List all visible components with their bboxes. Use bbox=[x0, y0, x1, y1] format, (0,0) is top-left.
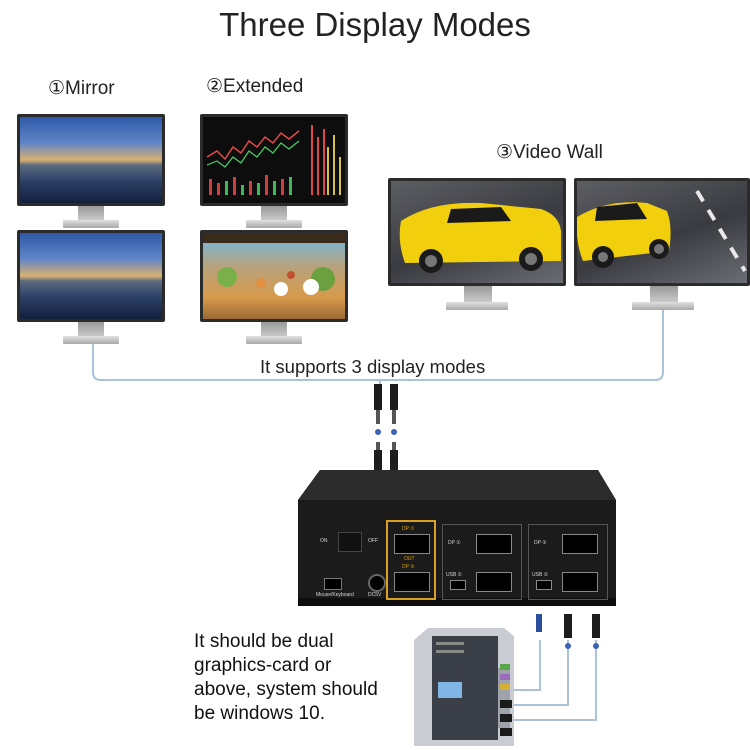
pc2-dp-label: DP ② bbox=[534, 540, 547, 546]
support-caption: It supports 3 display modes bbox=[258, 356, 488, 378]
pc2-port-group bbox=[528, 524, 608, 600]
requirement-line-4: be windows 10. bbox=[194, 703, 325, 724]
mode-label-video-wall: ③Video Wall bbox=[496, 142, 603, 163]
mirror-monitor-bottom bbox=[17, 230, 165, 344]
mirror-screen-bottom bbox=[17, 230, 165, 322]
output-dp-port-1 bbox=[394, 534, 430, 554]
pc2-dp-port-2 bbox=[562, 572, 598, 592]
video-wall-monitor-right bbox=[574, 178, 750, 312]
dp-cable-connectors bbox=[374, 384, 398, 472]
pc1-dp-port bbox=[476, 534, 512, 554]
dc-power-port bbox=[368, 574, 386, 592]
output-dp-group bbox=[386, 520, 436, 600]
pc1-port-group bbox=[442, 524, 522, 600]
mouse-keyboard-label: Mouse/Keyboard bbox=[316, 592, 354, 598]
extended-monitor-bottom bbox=[200, 230, 348, 344]
game-screen bbox=[200, 230, 348, 322]
pc2-usb-port bbox=[536, 580, 552, 590]
pc-cable-connectors bbox=[536, 614, 600, 649]
kvm-switch: ON OFF Mouse/Keyboard DC5V DP ① OUT DP ②… bbox=[298, 470, 616, 612]
dp-plug-1 bbox=[500, 714, 512, 722]
mode-label-mirror: ①Mirror bbox=[48, 78, 115, 99]
mirror-monitor-top bbox=[17, 114, 165, 228]
pc2-usb-label: USB ② bbox=[532, 572, 549, 578]
requirement-line-1: It should be dual bbox=[194, 631, 334, 652]
video-wall-screen-right bbox=[574, 178, 750, 286]
dp-plug-2 bbox=[500, 728, 512, 736]
audio-jack-purple bbox=[500, 674, 510, 680]
usb-plug bbox=[500, 700, 512, 708]
requirement-note: It should be dual graphics-card or above… bbox=[194, 630, 378, 726]
dc-label: DC5V bbox=[368, 592, 382, 598]
mouse-keyboard-port bbox=[324, 578, 342, 590]
power-switch[interactable] bbox=[338, 532, 362, 552]
mode-label-extended: ②Extended bbox=[206, 76, 304, 97]
power-on-label: ON bbox=[320, 538, 328, 544]
requirement-line-2: graphics-card or bbox=[194, 655, 332, 676]
output-dp-port-2 bbox=[394, 572, 430, 592]
output-label: OUT bbox=[404, 556, 415, 562]
audio-jack-yellow bbox=[500, 684, 510, 690]
pc1-usb-label: USB ① bbox=[446, 572, 463, 578]
pc1-dp-label: DP ① bbox=[448, 540, 461, 546]
power-off-label: OFF bbox=[368, 538, 378, 544]
audio-jack-green bbox=[500, 664, 510, 670]
video-wall-monitor-left bbox=[388, 178, 566, 312]
pc2-dp-port bbox=[562, 534, 598, 554]
requirement-line-3: above, system should bbox=[194, 679, 378, 700]
pc-tower bbox=[414, 628, 514, 746]
page-title: Three Display Modes bbox=[219, 6, 531, 43]
video-wall-screen-left bbox=[388, 178, 566, 286]
stock-chart-screen bbox=[200, 114, 348, 206]
extended-monitor-top bbox=[200, 114, 348, 228]
output-dp-2-label: DP ② bbox=[402, 564, 415, 570]
mirror-screen-top bbox=[17, 114, 165, 206]
pc1-usb-port bbox=[450, 580, 466, 590]
output-dp-1-label: DP ① bbox=[402, 526, 415, 532]
pc1-dp-port-2 bbox=[476, 572, 512, 592]
